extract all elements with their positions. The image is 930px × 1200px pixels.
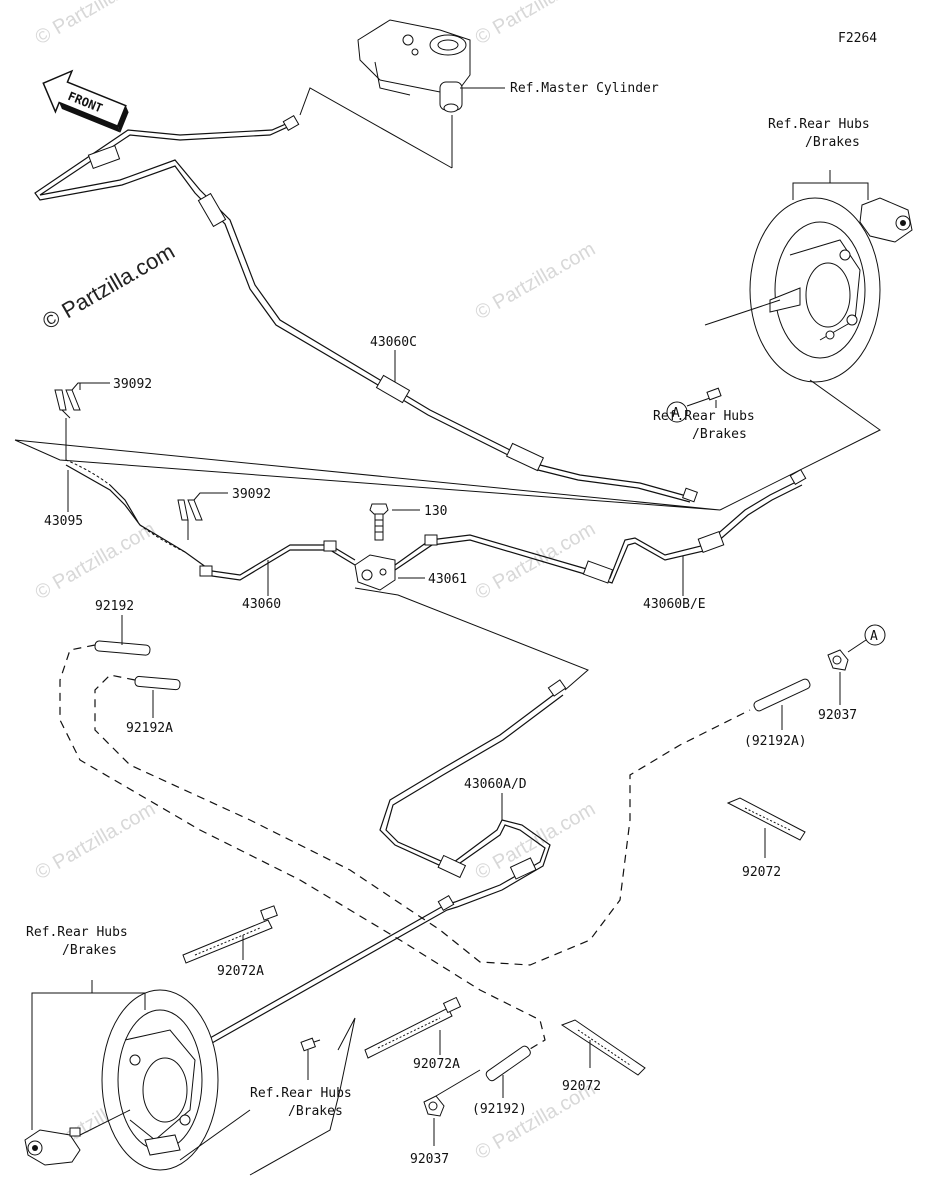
clamp-92037-top (827, 649, 849, 671)
routing-line (59, 644, 546, 1056)
sleeve-92192 (94, 640, 181, 691)
brake-pipe-43060c (34, 114, 698, 503)
part-39092-top-label: 39092 (113, 377, 152, 392)
callout-a-text: A (672, 406, 680, 421)
watermark: © Partzilla.com (32, 0, 160, 49)
part-92072a-left-label: 92072A (217, 964, 264, 979)
junction-43061 (354, 554, 396, 591)
rear-brake-assembly-bottom (24, 980, 251, 1171)
brake-fitting-bottom (249, 1017, 356, 1176)
part-92072-right-label: 92072 (742, 865, 781, 880)
ref-rear-hubs-bot-label: Ref.Rear Hubs (250, 1086, 352, 1101)
part-92192-paren-label: (92192) (472, 1102, 527, 1117)
sleeve-92192a-paren (753, 678, 811, 712)
rear-brake-assembly-top (704, 170, 913, 511)
ref-rear-hubs-left-label-2: /Brakes (62, 943, 117, 958)
part-92192a-paren-label: (92192A) (744, 734, 807, 749)
watermark: © Partzilla.com (472, 238, 600, 324)
clip-39092-mid (177, 492, 205, 540)
ref-master-cylinder-label: Ref.Master Cylinder (510, 81, 659, 96)
part-43060ad-label: 43060A/D (464, 777, 527, 792)
ref-rear-hubs-top-label-2: /Brakes (805, 135, 860, 150)
part-43061-label: 43061 (428, 572, 467, 587)
brake-pipe-43060be (394, 468, 807, 584)
brake-hose-43095 (65, 459, 211, 571)
part-43095-label: 43095 (44, 514, 83, 529)
part-92072-bottom-label: 92072 (562, 1079, 601, 1094)
front-arrow-icon: FRONT (42, 69, 129, 133)
watermarks: © Partzilla.com © Partzilla.com © Partzi… (32, 0, 600, 1164)
callout-a-top: A (666, 387, 722, 423)
routing-line (94, 674, 751, 966)
leader-line (299, 87, 453, 169)
part-39092-mid-label: 39092 (232, 487, 271, 502)
ref-rear-hubs-left-label: Ref.Rear Hubs (26, 925, 128, 940)
partzilla-watermark: © Partzilla.com (38, 239, 179, 335)
ref-rear-hubs-mid-label-1: Ref.Rear Hubs (653, 409, 755, 424)
part-43060c-label: 43060C (370, 335, 417, 350)
brake-pipe-43060ad (209, 679, 567, 1044)
part-43060-label: 43060 (242, 597, 281, 612)
ref-rear-hubs-mid-label-2: /Brakes (692, 427, 747, 442)
outline-line (14, 439, 721, 511)
ref-rear-hubs-bot-label-2: /Brakes (288, 1104, 343, 1119)
master-cylinder (357, 19, 505, 168)
ref-rear-hubs-top-label: Ref.Rear Hubs (768, 117, 870, 132)
callout-a-right: A (847, 624, 886, 653)
strap-92072a-mid (364, 996, 462, 1059)
brake-pipe-43060 (199, 540, 356, 581)
sleeve-92192-paren (485, 1045, 531, 1082)
watermark: © Partzilla.com (472, 0, 600, 49)
watermark: © Partzilla.com (472, 518, 600, 604)
part-92072a-mid-label: 92072A (413, 1057, 460, 1072)
part-130-label: 130 (424, 504, 447, 519)
strap-92072-right (726, 797, 806, 841)
part-92192a-label: 92192A (126, 721, 173, 736)
watermark: © Partzilla.com (32, 798, 160, 884)
callout-a-right-text: A (870, 629, 878, 644)
outline-line (354, 587, 589, 691)
part-92037-bottom-label: 92037 (410, 1152, 449, 1167)
watermark: © Partzilla.com (32, 518, 160, 604)
strap-92072-bottom (560, 1019, 646, 1076)
clamp-92037-bottom (423, 1069, 481, 1117)
bolt-130 (369, 503, 389, 541)
part-92192-label: 92192 (95, 599, 134, 614)
part-43060be-label: 43060B/E (643, 597, 706, 612)
part-92037-top-label: 92037 (818, 708, 857, 723)
diagram-code: F2264 (838, 31, 877, 46)
strap-92072a-left (182, 905, 278, 964)
clip-39092-top (54, 382, 81, 460)
